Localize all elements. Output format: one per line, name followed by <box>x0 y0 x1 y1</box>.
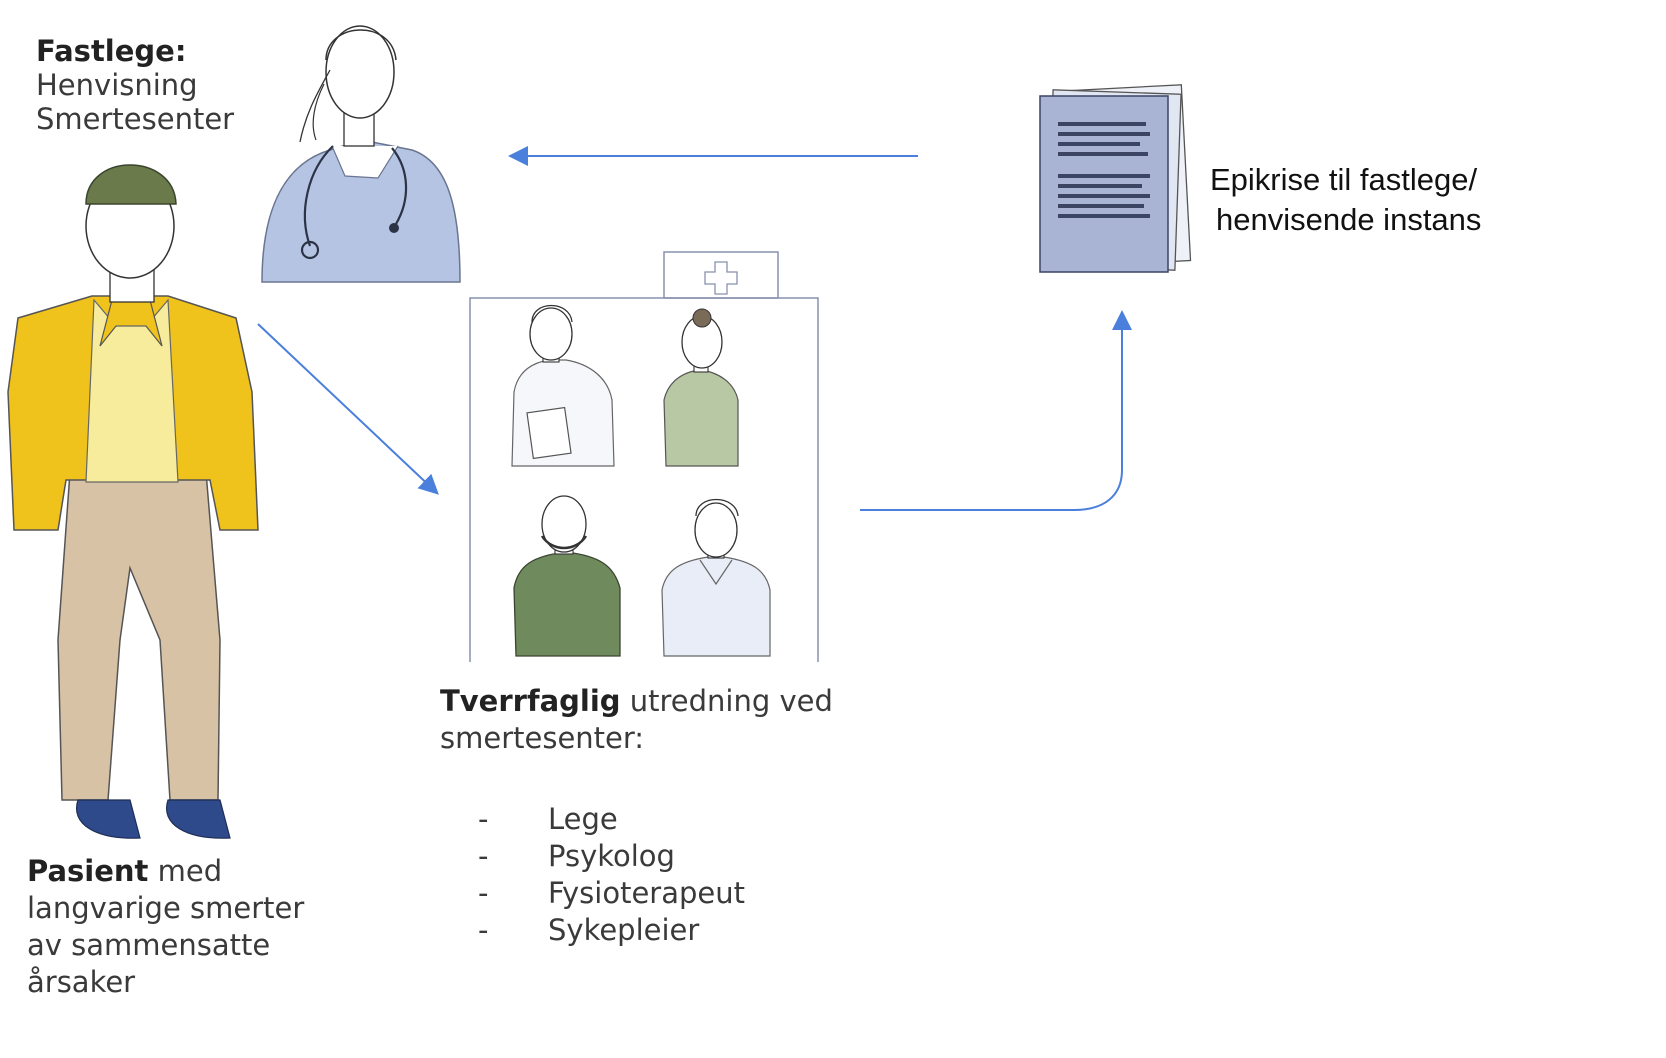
epikrise-line-2: henvisende instans <box>1216 202 1482 237</box>
fastlege-title: Fastlege: <box>36 34 187 68</box>
staff-doctor-icon <box>511 304 615 467</box>
team-member-sykepleier: Sykepleier <box>440 912 910 949</box>
team-title-bold: Tverrfaglig <box>440 684 621 718</box>
team-label: Tverrfaglig utredning ved smertesenter: … <box>440 683 910 949</box>
patient-title-rest: med <box>148 854 223 888</box>
fastlege-label: Fastlege: Henvisning Smertesenter <box>36 34 234 136</box>
document-stack-icon <box>1039 84 1192 273</box>
staff-psychologist-icon <box>663 308 739 467</box>
epikrise-line-1: Epikrise til fastlege/ <box>1210 162 1478 197</box>
patient-line-arsaker: årsaker <box>27 965 136 999</box>
patient-title-bold: Pasient <box>27 854 149 888</box>
patient-figure-icon <box>7 164 259 839</box>
team-line-smertesenter: smertesenter: <box>440 721 645 755</box>
team-title-rest: utredning ved <box>620 684 833 718</box>
staff-physiotherapist-icon <box>513 495 621 657</box>
clinic-building-icon <box>469 251 819 662</box>
arrow-to-smertesenter <box>257 323 439 495</box>
team-member-list: Lege Psykolog Fysioterapeut Sykepleier <box>440 801 910 949</box>
arrow-to-epikrise <box>860 310 1132 511</box>
team-member-lege: Lege <box>440 801 910 838</box>
team-member-psykolog: Psykolog <box>440 838 910 875</box>
patient-line-langvarige: langvarige smerter <box>27 891 305 925</box>
staff-nurse-icon <box>661 498 771 657</box>
team-member-fysioterapeut: Fysioterapeut <box>440 875 910 912</box>
patient-label: Pasient med langvarige smerter av sammen… <box>27 853 387 1001</box>
epikrise-label: Epikrise til fastlege/ henvisende instan… <box>1210 160 1481 240</box>
fastlege-line-henvisning: Henvisning <box>36 68 198 102</box>
doctor-figure-icon <box>261 25 461 283</box>
patient-line-sammensatte: av sammensatte <box>27 928 271 962</box>
fastlege-line-smertesenter: Smertesenter <box>36 102 235 136</box>
